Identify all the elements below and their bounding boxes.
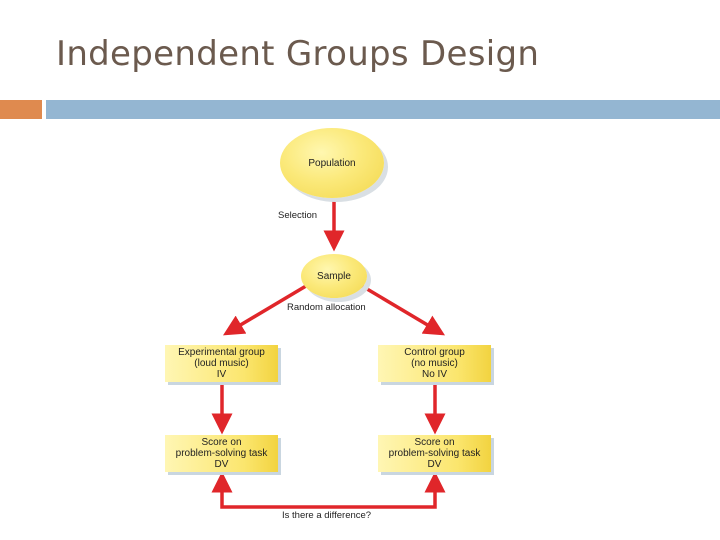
arrow-sample-experimental xyxy=(222,284,307,336)
score-right-line3: DV xyxy=(427,459,442,470)
score-left-box: Score on problem-solving task DV xyxy=(165,435,278,472)
score-left-line1: Score on xyxy=(201,437,242,448)
score-right-box: Score on problem-solving task DV xyxy=(378,435,491,472)
score-left-line2: problem-solving task xyxy=(175,448,268,459)
arrow-sample-control xyxy=(361,284,446,336)
sample-label: Sample xyxy=(317,270,351,282)
control-line1: Control group xyxy=(404,347,465,358)
experimental-group-box: Experimental group (loud music) IV xyxy=(165,345,278,382)
score-right-line2: problem-solving task xyxy=(388,448,481,459)
difference-question-label: Is there a difference? xyxy=(282,510,372,521)
arrow-comparison xyxy=(220,490,437,509)
sample-node: Sample xyxy=(301,254,367,298)
score-left-line3: DV xyxy=(214,459,229,470)
control-line2: (no music) xyxy=(411,358,458,369)
slide-title: Independent Groups Design xyxy=(56,34,540,74)
population-label: Population xyxy=(308,157,356,169)
random-allocation-label: Random allocation xyxy=(287,302,366,313)
control-group-box: Control group (no music) No IV xyxy=(378,345,491,382)
experimental-line2: (loud music) xyxy=(194,358,249,369)
population-node: Population xyxy=(280,128,384,198)
control-line3: No IV xyxy=(421,369,447,380)
experimental-line3: IV xyxy=(216,369,227,380)
score-right-line1: Score on xyxy=(414,437,455,448)
accent-bar-blue xyxy=(46,100,720,119)
selection-label: Selection xyxy=(278,210,318,221)
accent-bar-orange xyxy=(0,100,42,119)
experimental-line1: Experimental group xyxy=(178,347,265,358)
